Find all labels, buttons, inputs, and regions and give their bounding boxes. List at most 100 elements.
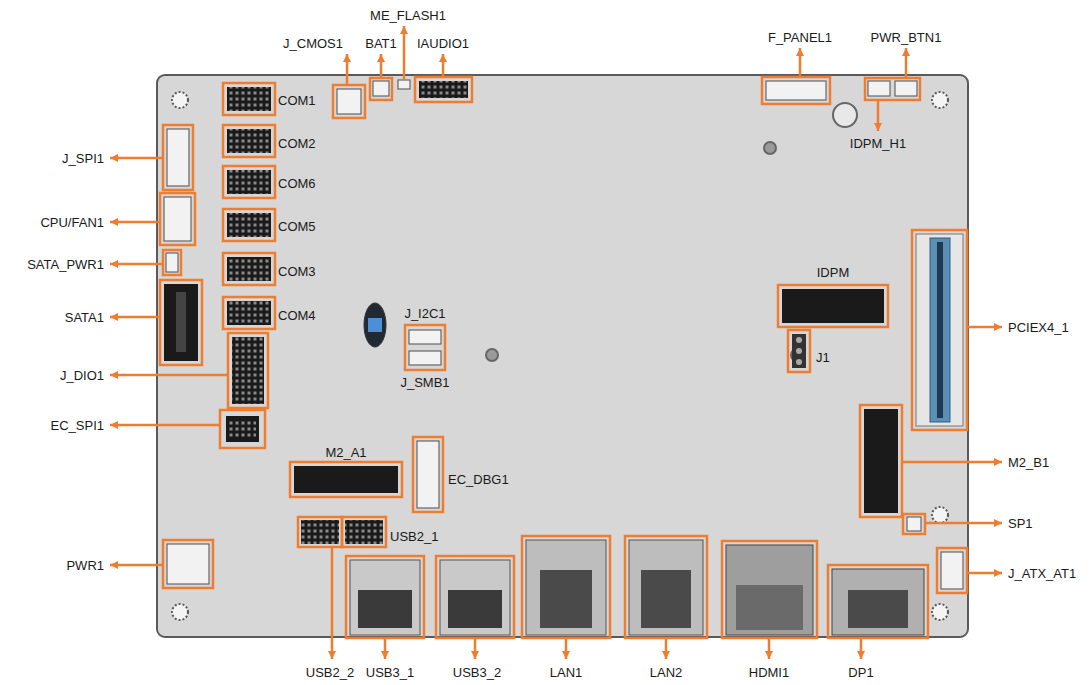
part-label: J1 [816, 350, 830, 365]
pcie-slot-groove [937, 242, 943, 418]
leader-arrows [110, 26, 1002, 659]
standoff [764, 142, 776, 154]
leader-arrow [967, 572, 1002, 575]
leader-arrow [110, 564, 163, 567]
leader-arrow [799, 48, 802, 77]
leader-arrow [665, 638, 668, 659]
pin-header [227, 257, 271, 281]
part-label: LAN2 [650, 665, 683, 680]
leader-arrow [905, 48, 908, 78]
leader-arrow [110, 424, 220, 427]
highlight-box [436, 556, 514, 638]
pins [227, 129, 271, 153]
leader-arrow [346, 54, 349, 85]
pin [796, 337, 802, 343]
leader-arrow [110, 221, 160, 224]
pin-header [301, 520, 339, 544]
leader-arrow [331, 547, 334, 659]
highlight-box [163, 125, 193, 190]
highlight-box [290, 462, 402, 497]
connector [895, 81, 917, 96]
pins [227, 87, 271, 111]
highlight-box [223, 209, 275, 241]
pin-header [419, 81, 468, 98]
highlight-box [163, 250, 181, 275]
usb-opening [358, 590, 412, 628]
part-label: EC_DBG1 [448, 472, 509, 487]
highlight-box [160, 280, 202, 365]
pcb-board [157, 75, 968, 637]
highlight-box [722, 541, 817, 638]
mounting-hole [932, 92, 948, 108]
highlight-box [625, 536, 707, 638]
pin [796, 348, 802, 354]
pins [345, 520, 383, 544]
connector [766, 81, 826, 100]
pin-header [227, 170, 271, 194]
pins [227, 257, 271, 281]
leader-arrow [110, 157, 163, 160]
part-label: IAUDIO1 [417, 36, 469, 51]
highlight-box [223, 297, 275, 329]
pins [227, 301, 271, 325]
highlight-box [346, 556, 424, 638]
mounting-hole [932, 604, 948, 620]
pins [232, 337, 264, 404]
part-label: PWR1 [66, 558, 104, 573]
connector [398, 80, 410, 89]
highlight-box [370, 78, 392, 100]
part-label: IDPM [817, 265, 850, 280]
component [368, 318, 382, 332]
part-label: PCIEX4_1 [1008, 320, 1069, 335]
standoff [833, 103, 857, 127]
part-label: J_DIO1 [60, 368, 104, 383]
leader-arrow [110, 374, 228, 377]
sata-port [164, 284, 198, 361]
part-label: J_CMOS1 [283, 36, 343, 51]
usb-opening [448, 590, 502, 628]
dp-opening [848, 590, 908, 628]
com-headers [227, 87, 271, 325]
part-label: HDMI1 [749, 665, 789, 680]
highlight-box [828, 565, 928, 638]
part-label: SP1 [1008, 516, 1033, 531]
lan-port [526, 540, 606, 635]
connector [417, 441, 439, 508]
lan-opening [540, 570, 592, 628]
pin-header [345, 520, 383, 544]
part-label: COM6 [278, 176, 316, 191]
part-label: SATA_PWR1 [27, 257, 104, 272]
leader-arrow [403, 26, 406, 80]
highlight-box [160, 193, 195, 245]
part-label: SATA1 [65, 310, 104, 325]
mounting-hole [172, 604, 188, 620]
leader-arrow [967, 326, 1002, 329]
pins [419, 81, 468, 98]
pins [227, 170, 271, 194]
highlight-box [860, 405, 902, 517]
part-label: J_I2C1 [404, 306, 445, 321]
part-label: COM5 [278, 219, 316, 234]
highlight-box [163, 540, 213, 588]
leader-arrow [380, 54, 383, 78]
part-label: EC_SPI1 [51, 418, 104, 433]
connector [941, 552, 963, 589]
part-label: COM4 [278, 308, 316, 323]
connector [868, 81, 890, 96]
pin [796, 359, 802, 365]
pcie-slot [916, 234, 963, 426]
highlight-box [778, 285, 888, 327]
highlight-box [333, 85, 365, 118]
part-label: M2_B1 [1008, 455, 1049, 470]
usb-port [440, 560, 510, 635]
leader-arrow [384, 638, 387, 659]
leader-arrow [565, 638, 568, 659]
leader-arrow [110, 263, 163, 266]
part-label: DP1 [848, 665, 873, 680]
connector [373, 81, 389, 96]
part-label: IDPM_H1 [850, 136, 906, 151]
lan-port [629, 540, 703, 635]
jumper-pins [796, 337, 802, 365]
m2-slot [864, 409, 898, 513]
